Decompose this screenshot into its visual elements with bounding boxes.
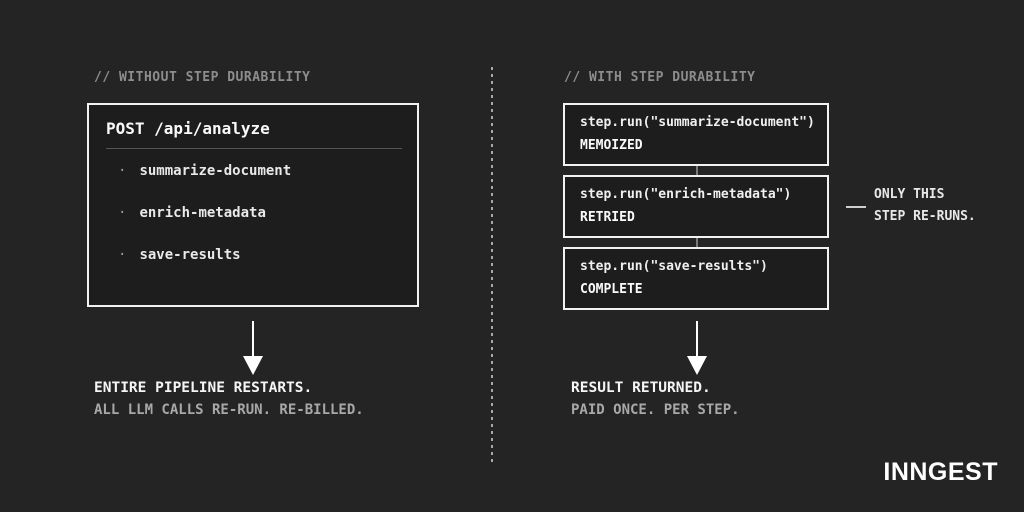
list-item-label: enrich-metadata (139, 205, 266, 221)
step-status: RETRIED (580, 210, 635, 225)
step-status: MEMOIZED (580, 138, 643, 153)
right-result-subtitle: PAID ONCE. PER STEP. (571, 402, 740, 418)
column-divider (491, 67, 493, 463)
step-code: step.run("summarize-document") (580, 115, 815, 130)
request-box-title: POST /api/analyze (106, 119, 270, 138)
step-box-complete: step.run("save-results") COMPLETE (563, 247, 829, 310)
step-box-memoized: step.run("summarize-document") MEMOIZED (563, 103, 829, 166)
step-code: step.run("enrich-metadata") (580, 187, 792, 202)
bullet-icon: · (118, 205, 127, 221)
left-result-subtitle: ALL LLM CALLS RE-RUN. RE-BILLED. (94, 402, 364, 418)
step-status: COMPLETE (580, 282, 643, 297)
request-box-divider (106, 148, 402, 149)
down-arrow-icon (243, 321, 263, 375)
list-item-label: save-results (139, 247, 241, 263)
annotation-line-2: STEP RE-RUNS. (874, 209, 976, 224)
list-item-label: summarize-document (139, 163, 292, 179)
left-column-header: // WITHOUT STEP DURABILITY (94, 70, 311, 85)
annotation-line-1: ONLY THIS (874, 187, 945, 202)
step-code: step.run("save-results") (580, 259, 768, 274)
list-item: · save-results (118, 247, 241, 263)
right-result-title: RESULT RETURNED. (571, 380, 711, 396)
list-item: · summarize-document (118, 163, 291, 179)
bullet-icon: · (118, 163, 127, 179)
list-item: · enrich-metadata (118, 205, 266, 221)
annotation-tick-line (846, 206, 866, 208)
left-result-title: ENTIRE PIPELINE RESTARTS. (94, 380, 313, 396)
down-arrow-icon (687, 321, 707, 375)
right-column-header: // WITH STEP DURABILITY (564, 70, 756, 85)
connector-line (696, 238, 698, 247)
step-box-retried: step.run("enrich-metadata") RETRIED (563, 175, 829, 238)
request-box: POST /api/analyze · summarize-document ·… (87, 103, 419, 307)
connector-line (696, 166, 698, 175)
inngest-logo: INNGEST (883, 458, 998, 486)
bullet-icon: · (118, 247, 127, 263)
